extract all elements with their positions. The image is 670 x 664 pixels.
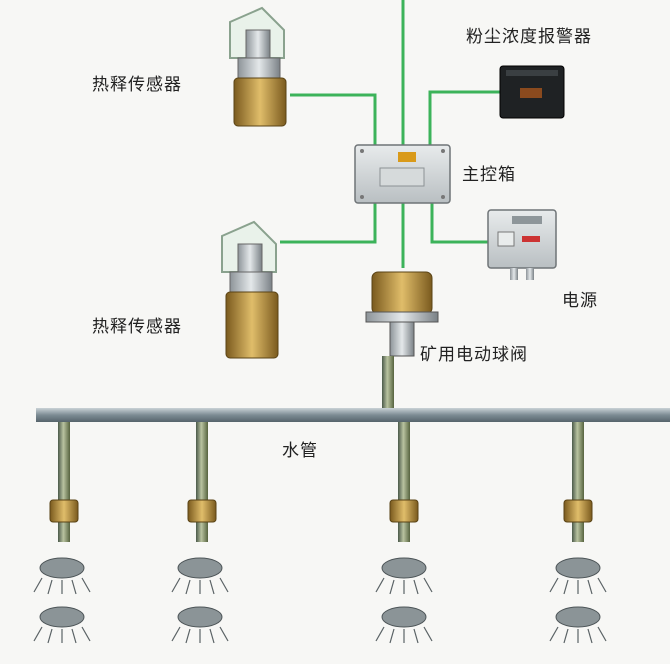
sensor-cap — [237, 243, 263, 275]
branch-pipe — [572, 422, 584, 542]
spray-line — [171, 577, 229, 595]
spray-nozzle-icon — [381, 606, 427, 628]
dust-alarm-top-strip — [506, 70, 558, 76]
electric-ball-valve — [365, 271, 439, 357]
dust-alarm-display — [520, 88, 542, 98]
power-supply-indicator — [522, 236, 540, 242]
cable-sensor-top — [290, 93, 377, 148]
branch-valve — [389, 499, 419, 523]
power-gland — [510, 268, 518, 280]
branch-pipe — [398, 422, 410, 542]
valve-base — [365, 311, 439, 323]
spray-nozzle-icon — [39, 557, 85, 579]
sensor-body — [233, 77, 287, 127]
cables — [280, 0, 500, 268]
heat-sensor-top — [229, 6, 287, 127]
label-valve: 矿用电动球阀 — [420, 345, 528, 365]
spray-lines — [33, 577, 607, 644]
spray-nozzle-icon — [381, 557, 427, 579]
sensor-body — [225, 291, 279, 359]
power-gland — [526, 268, 534, 280]
spray-nozzle-icon — [555, 557, 601, 579]
pipe-riser — [382, 356, 394, 410]
cable-dust-alarm — [428, 90, 500, 148]
label-heat-sensor-bottom: 热释传感器 — [92, 317, 182, 337]
spray-branch — [381, 422, 427, 628]
valve-stem — [389, 321, 415, 357]
spray-branch — [555, 422, 601, 628]
branch-valve — [187, 499, 217, 523]
main-control-box — [354, 144, 451, 204]
spray-line — [33, 577, 91, 595]
spray-line — [171, 626, 229, 644]
spray-line — [33, 626, 91, 644]
spray-nozzle-icon — [555, 606, 601, 628]
dust-alarm — [499, 65, 565, 119]
spray-branch — [39, 422, 85, 628]
spray-nozzle-icon — [39, 606, 85, 628]
label-dust-alarm: 粉尘浓度报警器 — [466, 27, 592, 47]
spray-branch — [177, 422, 223, 628]
power-supply — [487, 209, 557, 280]
box-bolt — [360, 195, 364, 199]
spray-line — [549, 577, 607, 595]
water-pipe-system — [33, 356, 670, 644]
cable-power — [430, 202, 490, 244]
box-bolt — [441, 195, 445, 199]
power-supply-display — [512, 216, 542, 224]
spray-line — [375, 577, 433, 595]
control-box-nameplate — [398, 152, 416, 162]
branch-valve — [49, 499, 79, 523]
box-bolt — [441, 149, 445, 153]
label-power: 电源 — [562, 291, 598, 311]
control-box-window — [379, 167, 425, 187]
box-bolt — [360, 149, 364, 153]
spray-line — [375, 626, 433, 644]
cable-sensor-bottom — [280, 202, 377, 244]
label-main-box: 主控箱 — [462, 165, 516, 185]
branch-pipe — [58, 422, 70, 542]
spray-line — [549, 626, 607, 644]
sensor-collar — [237, 57, 281, 79]
spray-nozzle-icon — [177, 557, 223, 579]
sensor-collar — [229, 271, 273, 293]
valve-actuator — [371, 271, 433, 315]
branch-pipe — [196, 422, 208, 542]
branch-valve — [563, 499, 593, 523]
label-heat-sensor-top: 热释传感器 — [92, 75, 182, 95]
label-water-pipe: 水管 — [282, 441, 318, 461]
heat-sensor-bottom — [221, 220, 279, 359]
sensor-cap — [245, 29, 271, 61]
power-supply-meter — [497, 231, 515, 247]
spray-nozzle-icon — [177, 606, 223, 628]
main-water-pipe — [36, 408, 670, 422]
